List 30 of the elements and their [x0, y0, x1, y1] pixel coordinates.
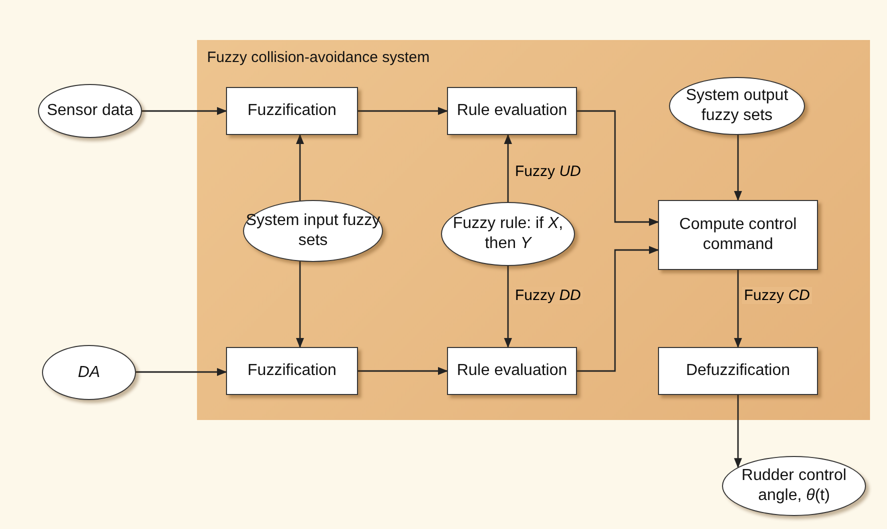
process-box: Rule evaluation	[447, 87, 577, 135]
arrow	[136, 368, 227, 376]
process-box: Defuzzification	[658, 347, 818, 395]
arrow	[296, 134, 304, 201]
data-ellipse: DA	[42, 345, 136, 400]
edge-label: Fuzzy UD	[513, 163, 583, 180]
arrow	[142, 107, 227, 115]
arrow	[734, 135, 742, 201]
process-box: Compute control command	[658, 200, 818, 270]
edge-label: Fuzzy CD	[742, 287, 812, 304]
arrow	[577, 110, 659, 226]
arrow	[358, 367, 448, 375]
edge-label: Fuzzy DD	[513, 287, 583, 304]
panel-title: Fuzzy collision-avoidance system	[207, 48, 430, 68]
data-ellipse: Rudder control angle, θ(t)	[722, 456, 866, 516]
arrow	[504, 134, 512, 202]
process-box: Rule evaluation	[447, 347, 577, 395]
process-box: Fuzzification	[226, 87, 358, 135]
system-panel	[197, 40, 870, 420]
data-ellipse: System output fuzzy sets	[669, 77, 805, 135]
arrow	[577, 246, 659, 372]
arrow	[504, 266, 512, 348]
data-ellipse: Fuzzy rule: if X, then Y	[441, 202, 575, 266]
process-box: Fuzzification	[226, 347, 358, 395]
data-ellipse: Sensor data	[38, 84, 142, 138]
arrow	[734, 395, 742, 468]
arrow	[296, 261, 304, 348]
arrow	[734, 270, 742, 348]
arrow	[358, 107, 448, 115]
data-ellipse: System input fuzzy sets	[243, 200, 383, 262]
